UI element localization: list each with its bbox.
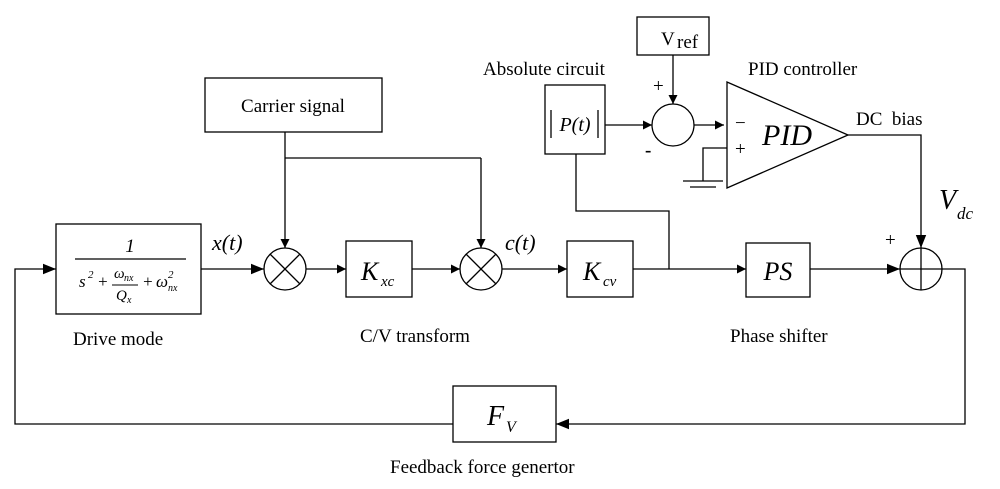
feedback-force-block: F V [452, 385, 557, 443]
sum-plus-sign: + [885, 230, 896, 251]
vref-plus-sign: + [653, 76, 664, 97]
abs-p-label: P(t) [558, 114, 590, 136]
kcv-subscript: cv [603, 274, 617, 290]
transfer-q-sub: x [126, 295, 132, 306]
multiplier-2 [459, 247, 503, 291]
signal-c-t: c(t) [505, 230, 536, 255]
absolute-circuit-block: P(t) [544, 84, 606, 155]
transfer-numerator: 1 [125, 236, 135, 257]
ps-label: PS [763, 257, 793, 286]
wire-sum-to-feedback [556, 268, 966, 430]
kxc-subscript: xc [380, 274, 395, 290]
signal-v-dc: V [939, 185, 959, 216]
transfer-s-sq: 2 [88, 269, 94, 281]
pid-label: PID [761, 119, 812, 152]
phase-shifter-caption: Phase shifter [730, 326, 828, 347]
wire-pid-to-sum [848, 134, 927, 248]
pid-minus-sign: − [735, 113, 746, 134]
kxc-label: K [360, 257, 380, 286]
pid-controller-block: PID − + [726, 81, 850, 189]
pid-plus-sign: + [735, 139, 746, 160]
vref-block: V ref [636, 16, 710, 56]
transfer-q: Q [116, 288, 127, 304]
transfer-omega-num-sub: nx [124, 273, 134, 284]
transfer-s: s [79, 272, 86, 291]
kxc-block: K xc [345, 240, 413, 298]
wire-feedback-to-drive [14, 263, 453, 425]
transfer-plus-1: + [97, 272, 108, 291]
transfer-omega: ω [156, 272, 168, 291]
kcv-block: K cv [566, 240, 634, 298]
multiplier-1 [263, 247, 307, 291]
transfer-omega-sub: nx [168, 283, 178, 294]
transfer-plus-2: + [142, 272, 153, 291]
carrier-signal-label: Carrier signal [241, 96, 345, 117]
vref-subscript: ref [677, 32, 699, 53]
phase-shifter-block: PS [745, 242, 811, 298]
transfer-omega-num: ω [114, 266, 125, 282]
signal-x-t: x(t) [211, 230, 243, 255]
wires [14, 55, 966, 430]
transfer-omega-sq: 2 [168, 269, 174, 281]
drive-mode-block: 1 s 2 + ω nx Q x + ω 2 nx [55, 223, 202, 315]
dc-bias-caption: DC bias [856, 109, 923, 130]
carrier-signal-block: Carrier signal [204, 77, 383, 133]
pid-controller-caption: PID controller [748, 59, 858, 80]
vref-label: V [661, 29, 675, 50]
comparator-junction [651, 103, 695, 147]
feedback-force-caption: Feedback force genertor [390, 457, 575, 478]
fv-subscript: V [506, 419, 518, 436]
wire-branch-to-abs [575, 154, 670, 269]
absolute-circuit-caption: Absolute circuit [483, 59, 606, 80]
kcv-label: K [582, 257, 602, 286]
drive-mode-caption: Drive mode [73, 329, 163, 350]
cv-transform-caption: C/V transform [360, 326, 470, 347]
fv-label: F [486, 401, 505, 432]
summing-junction [899, 247, 943, 291]
wire-pid-plus-ground [702, 147, 727, 181]
signal-v-dc-subscript: dc [957, 204, 974, 223]
abs-minus-sign: - [645, 140, 651, 161]
